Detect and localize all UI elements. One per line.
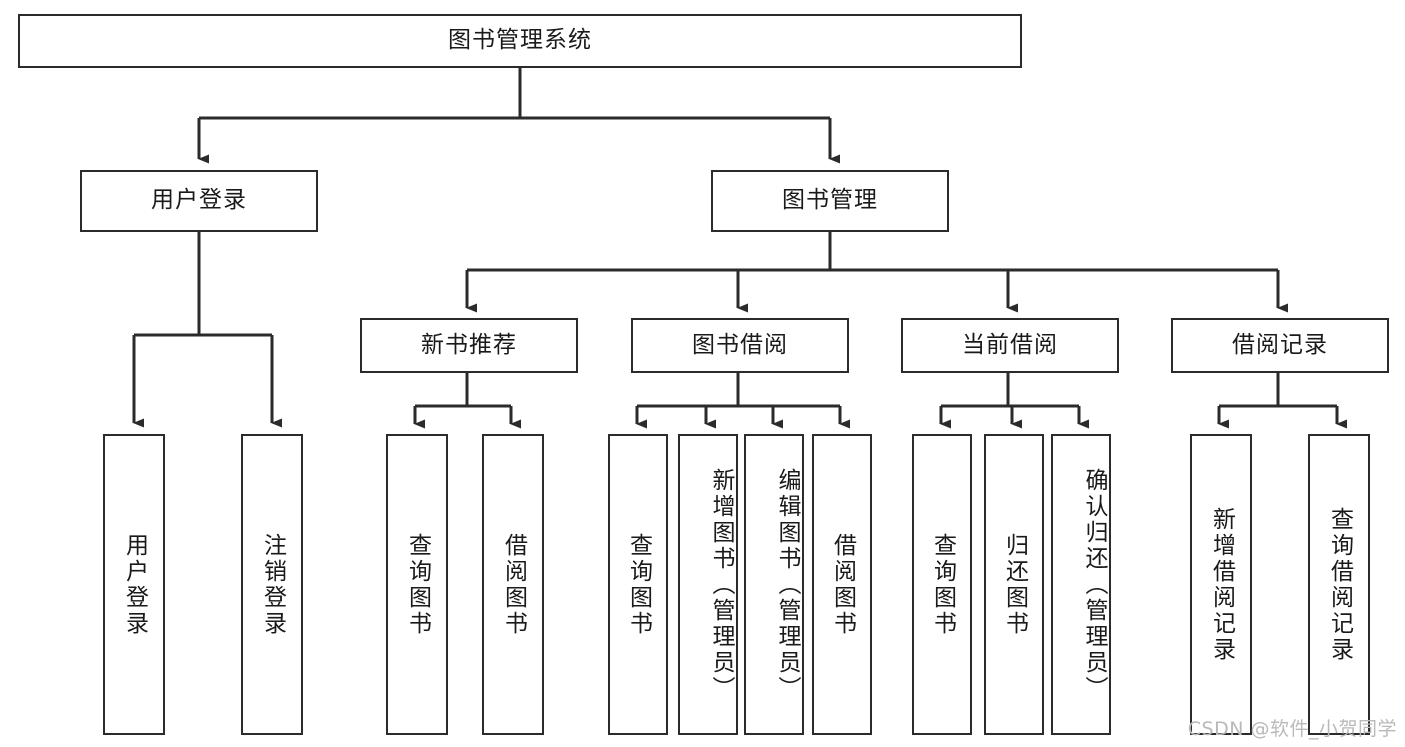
node-leaf-return-book[interactable]: 归还图书 [984, 434, 1044, 735]
node-user-login-label: 用户登录 [151, 187, 247, 214]
node-leaf-query-book-current[interactable]: 查询图书 [912, 434, 972, 735]
node-leaf-edit-book-admin[interactable]: 编辑图书（管理员） [744, 434, 804, 735]
node-leaf-borrow-book-borrow[interactable]: 借阅图书 [812, 434, 872, 735]
node-current-borrow[interactable]: 当前借阅 [901, 318, 1119, 373]
node-new-book-recommend[interactable]: 新书推荐 [360, 318, 578, 373]
node-leaf-user-login-label: 用户登录 [121, 532, 148, 637]
node-root-label: 图书管理系统 [448, 27, 592, 54]
node-leaf-add-book-admin-label: 新增图书（管理员） [708, 467, 734, 702]
node-leaf-borrow-book-recommend[interactable]: 借阅图书 [482, 434, 544, 735]
node-leaf-logout-label: 注销登录 [259, 532, 286, 637]
node-new-book-recommend-label: 新书推荐 [421, 331, 517, 358]
node-book-management-label: 图书管理 [782, 187, 878, 214]
node-leaf-add-borrow-record-label: 新增借阅记录 [1208, 506, 1235, 663]
node-leaf-borrow-book-borrow-label: 借阅图书 [829, 532, 856, 637]
node-leaf-query-book-borrow-label: 查询图书 [625, 532, 652, 637]
node-book-borrow-label: 图书借阅 [692, 331, 788, 358]
node-leaf-return-book-label: 归还图书 [1001, 532, 1028, 637]
node-leaf-query-book-recommend[interactable]: 查询图书 [386, 434, 448, 735]
node-leaf-user-login[interactable]: 用户登录 [103, 434, 165, 735]
node-leaf-query-book-recommend-label: 查询图书 [404, 532, 431, 637]
node-leaf-borrow-book-recommend-label: 借阅图书 [500, 532, 527, 637]
node-book-borrow[interactable]: 图书借阅 [631, 318, 849, 373]
node-leaf-add-book-admin[interactable]: 新增图书（管理员） [678, 434, 738, 735]
node-book-management[interactable]: 图书管理 [711, 170, 949, 232]
node-leaf-confirm-return-admin-label: 确认归还（管理员） [1081, 467, 1107, 702]
node-current-borrow-label: 当前借阅 [962, 331, 1058, 358]
node-leaf-edit-book-admin-label: 编辑图书（管理员） [774, 467, 800, 702]
node-borrow-record-label: 借阅记录 [1232, 331, 1328, 358]
node-leaf-logout[interactable]: 注销登录 [241, 434, 303, 735]
node-leaf-add-borrow-record[interactable]: 新增借阅记录 [1190, 434, 1252, 735]
node-leaf-query-book-current-label: 查询图书 [929, 532, 956, 637]
node-leaf-confirm-return-admin[interactable]: 确认归还（管理员） [1051, 434, 1111, 735]
node-user-login[interactable]: 用户登录 [80, 170, 318, 232]
node-root[interactable]: 图书管理系统 [18, 14, 1022, 68]
node-borrow-record[interactable]: 借阅记录 [1171, 318, 1389, 373]
node-leaf-query-borrow-record-label: 查询借阅记录 [1326, 506, 1353, 663]
node-leaf-query-book-borrow[interactable]: 查询图书 [608, 434, 668, 735]
node-leaf-query-borrow-record[interactable]: 查询借阅记录 [1308, 434, 1370, 735]
